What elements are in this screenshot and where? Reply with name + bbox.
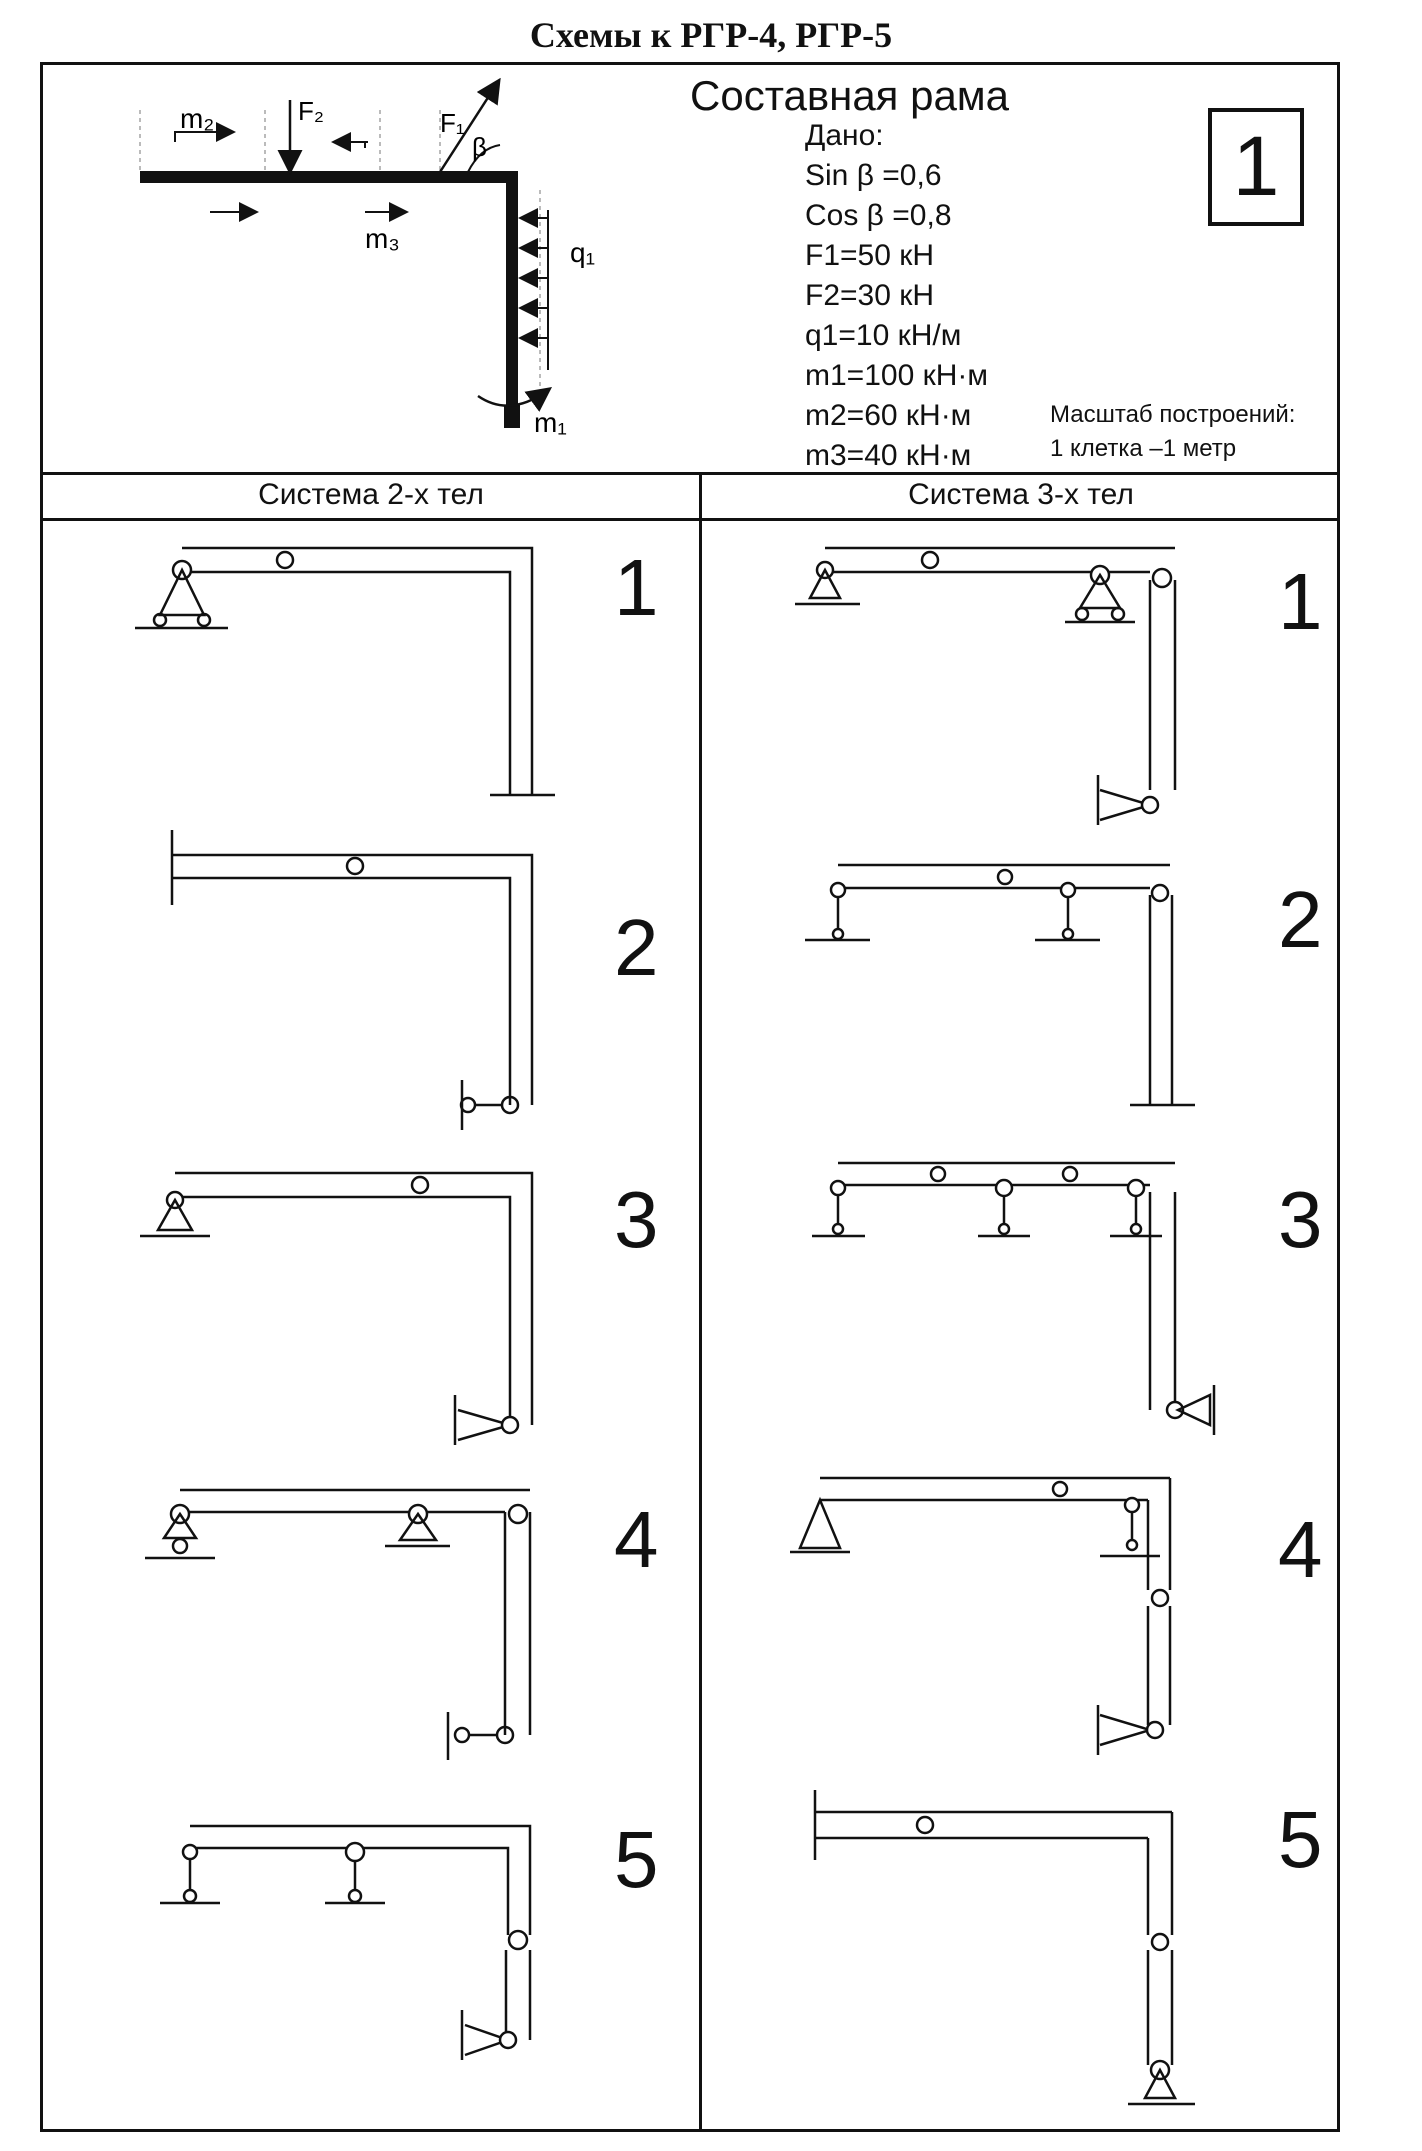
left-scheme-number-2: 2 (614, 903, 659, 992)
given-q1: q1=10 кН/м (805, 319, 962, 352)
left-scheme-4 (145, 1488, 532, 1760)
scale-note-line2: 1 клетка –1 метр (1050, 435, 1237, 462)
moment-m3-label: m₃ (365, 223, 400, 254)
left-scheme-5 (160, 1824, 532, 2060)
right-scheme-number-3: 3 (1278, 1175, 1323, 1264)
right-scheme-number-2: 2 (1278, 875, 1323, 964)
moment-m2-label: m₂ (180, 103, 214, 134)
given-m3: m3=40 кН·м (805, 439, 972, 472)
right-scheme-number-5: 5 (1278, 1795, 1323, 1884)
right-scheme-4 (790, 1476, 1172, 1755)
left-scheme-3 (140, 1171, 534, 1445)
right-scheme-2 (805, 863, 1195, 1107)
page-title: Схемы к РГР-4, РГР-5 (529, 15, 893, 55)
right-column-title: Система 3-х тел (908, 478, 1134, 511)
right-scheme-number-1: 1 (1278, 557, 1323, 646)
right-scheme-1 (795, 546, 1177, 825)
given-m2: m2=60 кН·м (805, 399, 972, 432)
given-list: Дано: Sin β =0,6 Cos β =0,8 F1=50 кН F2=… (805, 116, 988, 476)
right-scheme-5 (813, 1790, 1195, 2106)
column-divider (699, 472, 702, 2132)
header-divider (40, 472, 1340, 475)
left-scheme-2 (170, 830, 534, 1130)
left-scheme-number-1: 1 (614, 543, 659, 632)
outer-frame (40, 62, 1340, 2132)
load-frame-diagram: F₂ F₁ β m₂ m₃ q₁ m₁ (139, 77, 595, 438)
given-m1: m1=100 кН·м (805, 359, 988, 392)
distributed-load-q1 (518, 208, 549, 370)
left-scheme-1 (135, 546, 555, 797)
column-header-divider (40, 518, 1340, 521)
given-heading: Дано: (805, 119, 884, 152)
moment-m1-label: m₁ (534, 407, 567, 438)
force-f1-arrow (438, 77, 501, 173)
given-f2: F2=30 кН (805, 279, 935, 312)
right-scheme-3 (812, 1161, 1216, 1435)
given-cos-beta: Cos β =0,8 (805, 199, 952, 232)
scale-note-line1: Масштаб построений: (1050, 401, 1296, 428)
angle-beta-label: β (472, 132, 487, 162)
right-scheme-number-4: 4 (1278, 1505, 1323, 1594)
force-f1-label: F₁ (440, 108, 465, 138)
frame-title: Составная рама (690, 72, 1010, 119)
load-q1-label: q₁ (570, 237, 595, 268)
left-scheme-number-4: 4 (614, 1495, 659, 1584)
left-scheme-number-5: 5 (614, 1815, 659, 1904)
moment-m1-arc (477, 387, 553, 412)
left-scheme-number-3: 3 (614, 1175, 659, 1264)
variant-number-box: 1 (1208, 108, 1304, 226)
force-f2-label: F₂ (298, 96, 324, 126)
left-column-title: Система 2-х тел (258, 478, 484, 511)
scale-note: Масштаб построений: 1 клетка –1 метр (1050, 398, 1295, 466)
given-f1: F1=50 кН (805, 239, 935, 272)
given-sin-beta: Sin β =0,6 (805, 159, 942, 192)
